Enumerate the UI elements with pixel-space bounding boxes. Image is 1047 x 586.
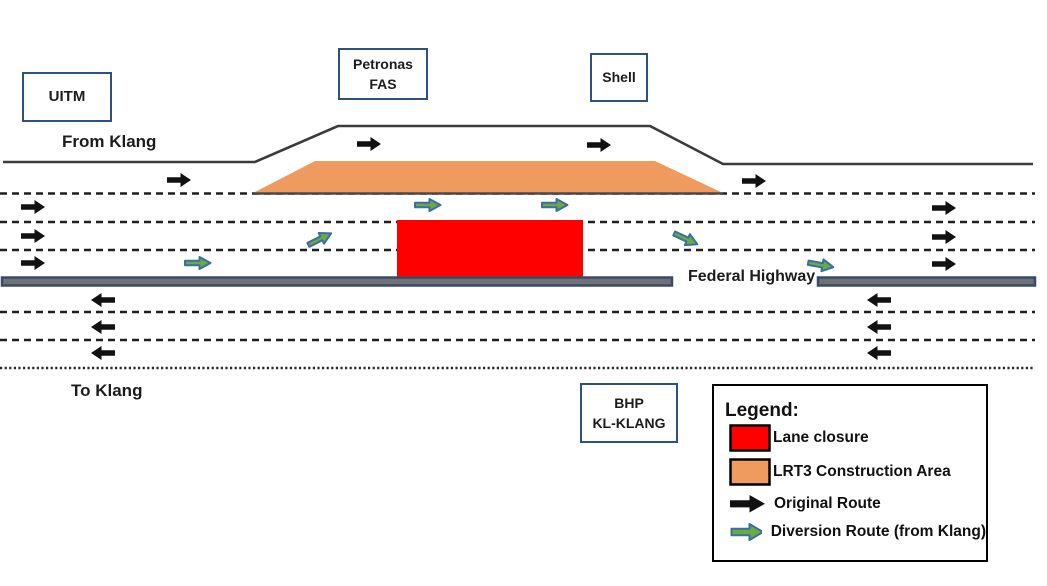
original-route-arrow — [21, 229, 45, 243]
lrt3-construction-area — [253, 161, 723, 193]
diversion-route-arrow — [184, 256, 212, 270]
lane-closure-swatch-icon — [729, 424, 771, 452]
legend-item-lane-closure: Lane closure — [729, 424, 986, 452]
original-route-arrow — [21, 200, 45, 214]
legend-box: Legend: Lane closure LRT3 Construction A… — [712, 384, 988, 562]
highway-median-bar-right — [816, 276, 1037, 287]
original-route-arrow-west — [867, 320, 891, 334]
landmark-petronas-line2: FAS — [369, 76, 397, 92]
legend-item-diversion-route: Diversion Route (from Klang) — [730, 522, 986, 542]
legend-title: Legend: — [725, 400, 799, 421]
original-route-arrow — [21, 256, 45, 270]
federal-highway-label: Federal Highway — [688, 268, 816, 285]
landmark-shell-label: Shell — [602, 69, 636, 86]
diversion-route-arrow — [670, 227, 701, 251]
original-route-arrow-west — [91, 346, 115, 360]
original-route-arrow — [357, 137, 381, 151]
legend-label: Lane closure — [773, 429, 869, 446]
legend-item-original-route: Original Route — [730, 495, 986, 513]
diversion-route-arrow — [414, 198, 442, 212]
legend-label: Original Route — [774, 495, 881, 512]
legend-label: Diversion Route (from Klang) — [770, 523, 986, 540]
landmark-bhp-line2: KL-KLANG — [592, 415, 666, 431]
landmark-uitm-label: UITM — [48, 88, 86, 106]
highway-median-bar-left — [0, 276, 674, 287]
landmark-uitm: UITM — [22, 72, 112, 122]
diversion-route-arrow — [304, 226, 335, 252]
original-route-arrow — [932, 201, 956, 215]
diversion-road-edge — [3, 124, 1033, 166]
legend-label: LRT3 Construction Area — [773, 463, 951, 480]
original-route-arrow — [932, 230, 956, 244]
original-route-arrow — [167, 173, 191, 187]
original-route-arrow — [932, 257, 956, 271]
diversion-route-arrow — [541, 198, 569, 212]
lane-closure-block — [397, 220, 583, 278]
landmark-bhp-line1: BHP — [614, 394, 644, 411]
construction-area-swatch-icon — [729, 458, 771, 486]
landmark-petronas-fas: Petronas FAS — [338, 48, 428, 100]
from-klang-label: From Klang — [62, 132, 157, 151]
original-route-arrow-west — [91, 293, 115, 307]
original-route-arrow-icon — [730, 495, 765, 513]
landmark-shell: Shell — [590, 53, 648, 102]
diversion-route-arrow-icon — [730, 523, 762, 541]
original-route-arrow — [587, 138, 611, 152]
original-route-arrow-west — [867, 293, 891, 307]
original-route-arrow-west — [867, 346, 891, 360]
landmark-bhp-kl-klang: BHP KL-KLANG — [580, 383, 678, 443]
to-klang-label: To Klang — [71, 381, 143, 400]
legend-item-construction-area: LRT3 Construction Area — [729, 458, 986, 486]
landmark-petronas-line1: Petronas — [353, 55, 413, 72]
original-route-arrow — [742, 174, 766, 188]
original-route-arrow-west — [91, 320, 115, 334]
